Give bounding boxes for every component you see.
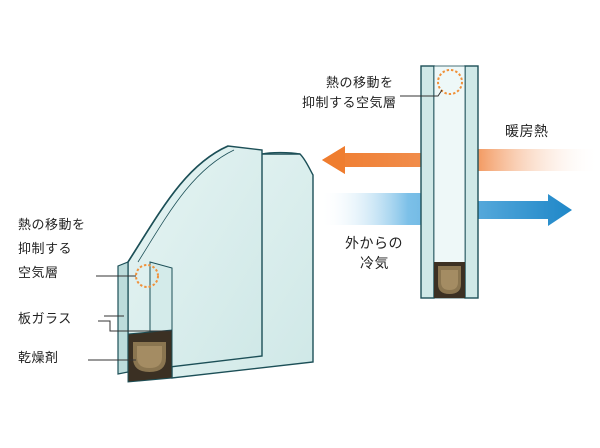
section-desiccant (434, 262, 465, 298)
cross-section (320, 65, 600, 299)
label-air-layer-top-1: 熱の移動を (326, 76, 394, 91)
label-air-layer-left-3: 空気層 (18, 266, 59, 281)
dashed-circle-icon (437, 69, 463, 95)
glass-unit-3d (88, 145, 314, 383)
dashed-circle-icon (135, 264, 159, 288)
label-plate-glass: 板ガラス (18, 312, 72, 327)
leader-plate-glass (98, 320, 172, 332)
leader-air-top (400, 89, 443, 97)
section-air-gap (433, 65, 466, 299)
label-air-layer-top-2: 抑制する空気層 (302, 96, 397, 111)
label-desiccant: 乾燥剤 (18, 351, 59, 366)
label-outside-cold-1: 外からの (345, 236, 403, 252)
label-air-layer-left-2: 抑制する (18, 242, 73, 257)
section-pane-left (420, 65, 435, 299)
section-pane-right (464, 65, 479, 299)
label-outside-cold-2: 冷気 (360, 256, 389, 272)
label-air-layer-left-1: 熱の移動を (18, 218, 86, 233)
label-heating-heat: 暖房熱 (505, 124, 549, 140)
